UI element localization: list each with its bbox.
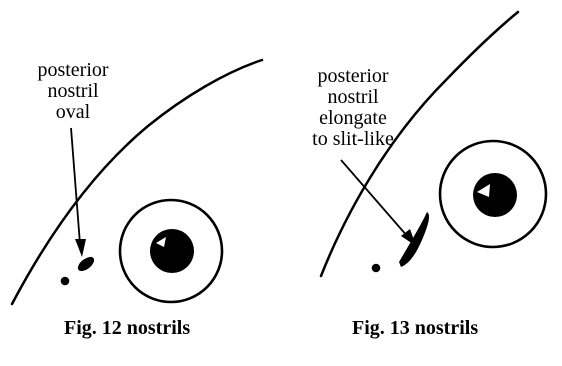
posterior-nostril-oval — [75, 254, 96, 274]
annotation-line: posterior — [18, 60, 128, 81]
anterior-nostril — [372, 264, 381, 273]
figure-12: posterior nostril oval Fig. 12 nostrils — [0, 0, 281, 366]
annotation-line: nostril — [18, 81, 128, 102]
annotation-line: posterior — [293, 66, 413, 87]
nostril-annotation: posterior nostril oval — [18, 60, 128, 123]
annotation-line: oval — [18, 102, 128, 123]
eye-pupil — [150, 229, 194, 273]
annotation-line: nostril — [293, 87, 413, 108]
figure-13: posterior nostril elongate to slit-like … — [281, 0, 562, 366]
pointer-arrow-head — [75, 239, 86, 257]
figure-12-drawing — [0, 0, 281, 366]
annotation-line: to slit-like — [293, 129, 413, 150]
posterior-nostril-slit — [399, 212, 429, 267]
annotation-line: elongate — [293, 108, 413, 129]
eye-pupil — [473, 173, 517, 217]
pointer-arrow-shaft — [71, 128, 80, 244]
anterior-nostril — [61, 277, 70, 286]
figure-13-drawing — [281, 0, 562, 366]
figure-caption: Fig. 12 nostrils — [64, 316, 190, 340]
figure-caption: Fig. 13 nostrils — [352, 316, 478, 340]
nostril-annotation: posterior nostril elongate to slit-like — [293, 66, 413, 150]
